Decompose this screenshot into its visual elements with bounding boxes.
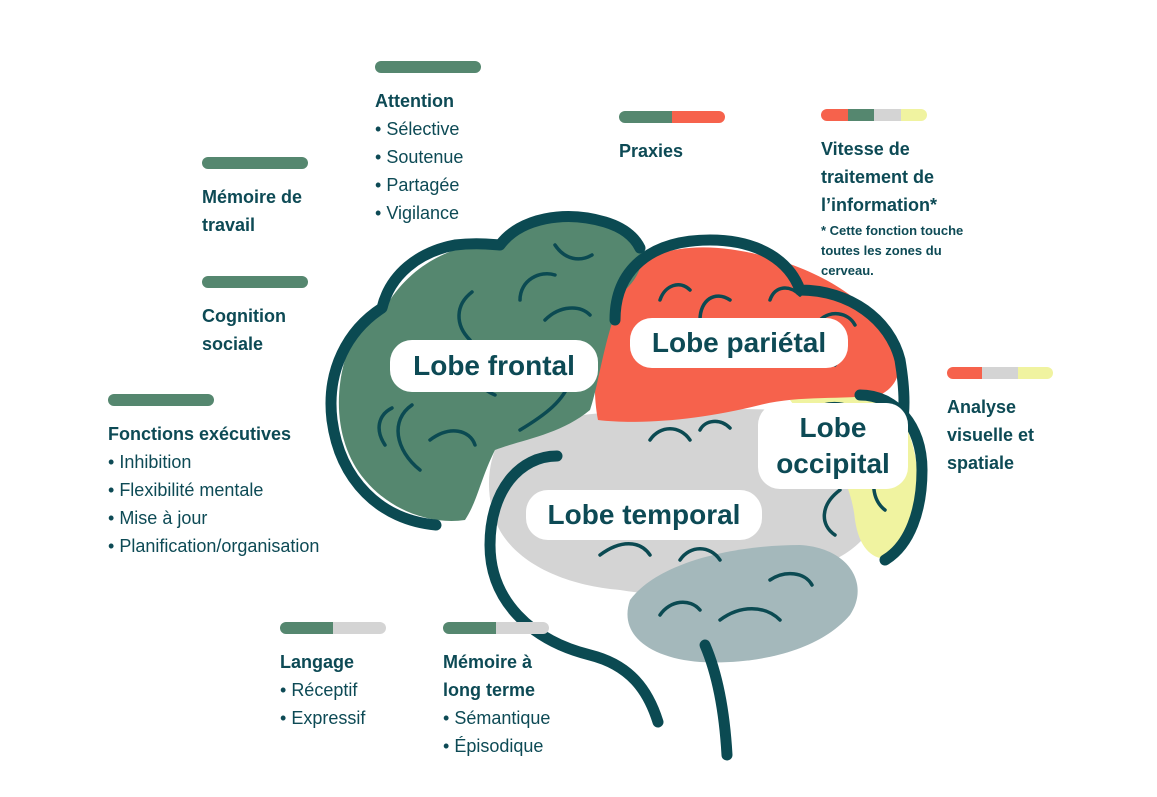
vitesse-note-1: * Cette fonction touche [821,223,964,238]
bar-segment [947,367,983,379]
lobe-temporal-label: Lobe temporal [526,490,762,540]
lobe-occipital-label: Lobe occipital [758,403,908,489]
bar-segment [672,111,725,123]
vitesse-note-2: toutes les zones du [821,243,942,258]
list-item: Soutenue [375,143,481,171]
lobe-frontal-text: Lobe frontal [413,350,575,381]
vitesse-title-1: Vitesse de [821,139,910,159]
memoire-travail-bar [202,157,308,169]
memoire-long-terme-list: Sémantique Épisodique [443,704,550,760]
list-item: Inhibition [108,448,319,476]
lobe-parietal-label: Lobe pariétal [630,318,848,368]
lobe-temporal-text: Lobe temporal [547,499,741,530]
langage-block: Langage Réceptif Expressif [280,622,386,732]
list-item: Sélective [375,115,481,143]
analyse-visuelle-block: Analyse visuelle et spatiale [947,367,1053,477]
lobe-occipital-text-1: Lobe [799,412,867,443]
memoire-travail-title-2: travail [202,215,256,235]
praxies-title: Praxies [619,141,684,161]
langage-title: Langage [280,652,355,672]
bar-segment [202,157,308,169]
bar-segment [496,622,549,634]
cognition-sociale-title-2: sociale [202,334,264,354]
vitesse-title-2: traitement de [821,167,935,187]
cognition-sociale-block: Cognition sociale [202,276,308,358]
list-item: Mise à jour [108,504,319,532]
fonctions-executives-title: Fonctions exécutives [108,424,292,444]
list-item: Planification/organisation [108,532,319,560]
list-item: Sémantique [443,704,550,732]
praxies-block: Praxies [619,111,725,165]
langage-list: Réceptif Expressif [280,676,386,732]
bar-segment [821,109,848,121]
list-item: Expressif [280,704,386,732]
bar-segment [333,622,386,634]
attention-list: Sélective Soutenue Partagée Vigilance [375,115,481,227]
bar-segment [874,109,901,121]
memoire-long-terme-title-1: Mémoire à [443,652,533,672]
attention-bar [375,61,481,73]
vitesse-note: * Cette fonction touche toutes les zones… [821,221,963,281]
bar-segment [375,61,481,73]
list-item: Flexibilité mentale [108,476,319,504]
vitesse-note-3: cerveau. [821,263,874,278]
memoire-travail-block: Mémoire de travail [202,157,308,239]
bar-segment [443,622,496,634]
lobe-occipital-text-2: occipital [776,448,890,479]
analyse-visuelle-title-2: visuelle et [947,425,1035,445]
analyse-visuelle-title-1: Analyse [947,397,1017,417]
fonctions-executives-bar [108,394,214,406]
memoire-long-terme-title-2: long terme [443,680,536,700]
vitesse-block: Vitesse de traitement de l’information* … [821,109,963,281]
attention-block: Attention Sélective Soutenue Partagée Vi… [375,61,481,227]
memoire-long-terme-block: Mémoire à long terme Sémantique Épisodiq… [443,622,550,760]
list-item: Épisodique [443,732,550,760]
attention-title: Attention [375,91,454,111]
list-item: Réceptif [280,676,386,704]
fonctions-executives-block: Fonctions exécutives Inhibition Flexibil… [108,394,319,560]
bar-segment [202,276,308,288]
analyse-visuelle-title-3: spatiale [947,453,1015,473]
bar-segment [847,109,874,121]
cognition-sociale-bar [202,276,308,288]
vitesse-title-3: l’information* [821,195,937,215]
analyse-visuelle-bar [947,367,1053,379]
memoire-travail-title-1: Mémoire de [202,187,303,207]
lobe-frontal-label: Lobe frontal [390,340,598,392]
bar-segment [900,109,927,121]
fonctions-executives-list: Inhibition Flexibilité mentale Mise à jo… [108,448,319,560]
langage-bar [280,622,386,634]
lobe-parietal-text: Lobe pariétal [651,327,827,358]
list-item: Partagée [375,171,481,199]
memoire-long-terme-bar [443,622,549,634]
praxies-bar [619,111,725,123]
list-item: Vigilance [375,199,481,227]
cognition-sociale-title-1: Cognition [202,306,286,326]
bar-segment [280,622,333,634]
bar-segment [108,394,214,406]
bar-segment [982,367,1018,379]
bar-segment [1017,367,1053,379]
bar-segment [619,111,672,123]
vitesse-bar [821,109,927,121]
